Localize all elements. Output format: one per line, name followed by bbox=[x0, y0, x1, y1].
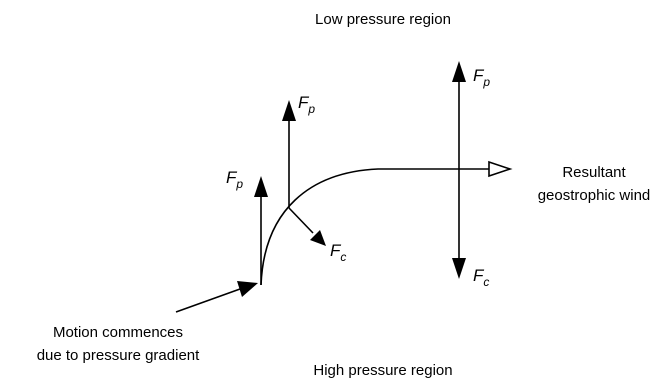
fp-balance-label: Fp bbox=[473, 66, 490, 89]
fp-mid-label: Fp bbox=[298, 93, 315, 116]
fp-balance-arrowhead bbox=[452, 61, 466, 82]
resultant-label-line2: geostrophic wind bbox=[538, 187, 651, 204]
fc-mid-line bbox=[288, 207, 314, 234]
high-pressure-label: High pressure region bbox=[313, 362, 452, 379]
resultant-label-line1: Resultant bbox=[562, 164, 626, 181]
fc-balance-arrowhead bbox=[452, 258, 466, 279]
fp-start-arrowhead bbox=[254, 176, 268, 197]
motion-label-line1: Motion commences bbox=[53, 324, 183, 341]
fc-mid-label: Fc bbox=[330, 241, 346, 264]
resultant-wind-arrowhead bbox=[488, 160, 513, 178]
wind-trajectory bbox=[260, 168, 448, 286]
fc-mid-arrowhead bbox=[310, 230, 326, 246]
initial-motion-arrowhead bbox=[237, 281, 258, 297]
low-pressure-label: Low pressure region bbox=[315, 11, 451, 28]
fc-balance-label: Fc bbox=[473, 266, 489, 289]
fp-mid-arrowhead bbox=[282, 100, 296, 121]
motion-label-line2: due to pressure gradient bbox=[37, 347, 200, 364]
fp-start-label: Fp bbox=[226, 168, 243, 191]
initial-motion-line bbox=[175, 288, 241, 313]
